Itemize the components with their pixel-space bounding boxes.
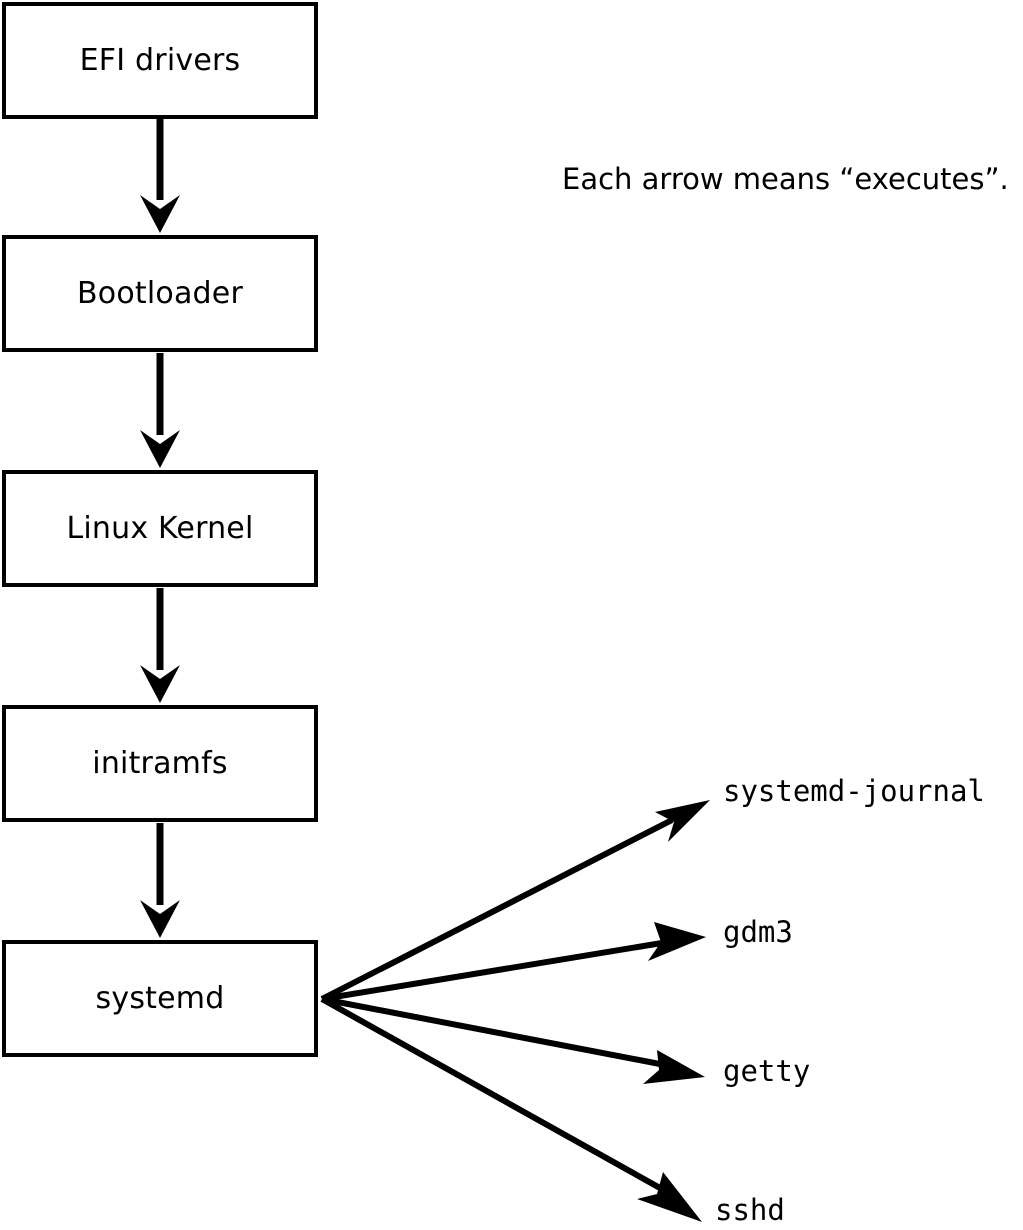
- stage-label-linux-kernel: Linux Kernel: [66, 510, 254, 546]
- arrow-systemd-to-systemd-journal: [320, 800, 710, 1002]
- arrow-linux-kernel-to-initramfs: [140, 588, 180, 703]
- arrow-initramfs-to-systemd: [140, 823, 180, 938]
- service-label-gdm3: gdm3: [723, 915, 793, 949]
- arrow-bootloader-to-linux-kernel: [140, 353, 180, 468]
- service-label-getty: getty: [723, 1054, 811, 1088]
- service-label-systemd-journal: systemd-journal: [723, 774, 985, 808]
- stage-label-bootloader: Bootloader: [77, 275, 243, 311]
- service-label-sshd: sshd: [715, 1193, 785, 1227]
- stage-label-systemd: systemd: [95, 980, 225, 1016]
- stage-box-bootloader[interactable]: Bootloader: [2, 235, 318, 352]
- arrow-efi-drivers-to-bootloader: [140, 118, 180, 233]
- stage-label-efi-drivers: EFI drivers: [79, 42, 241, 78]
- arrow-systemd-to-getty: [321, 996, 705, 1084]
- arrow-legend-caption: Each arrow means “executes”.: [562, 162, 1009, 196]
- arrow-systemd-to-gdm3: [321, 922, 706, 1002]
- stage-label-initramfs: initramfs: [92, 745, 228, 781]
- stage-box-initramfs[interactable]: initramfs: [2, 705, 318, 822]
- stage-box-linux-kernel[interactable]: Linux Kernel: [2, 470, 318, 587]
- stage-box-efi-drivers[interactable]: EFI drivers: [2, 2, 318, 119]
- stage-box-systemd[interactable]: systemd: [2, 940, 318, 1057]
- arrow-systemd-to-sshd: [320, 996, 702, 1222]
